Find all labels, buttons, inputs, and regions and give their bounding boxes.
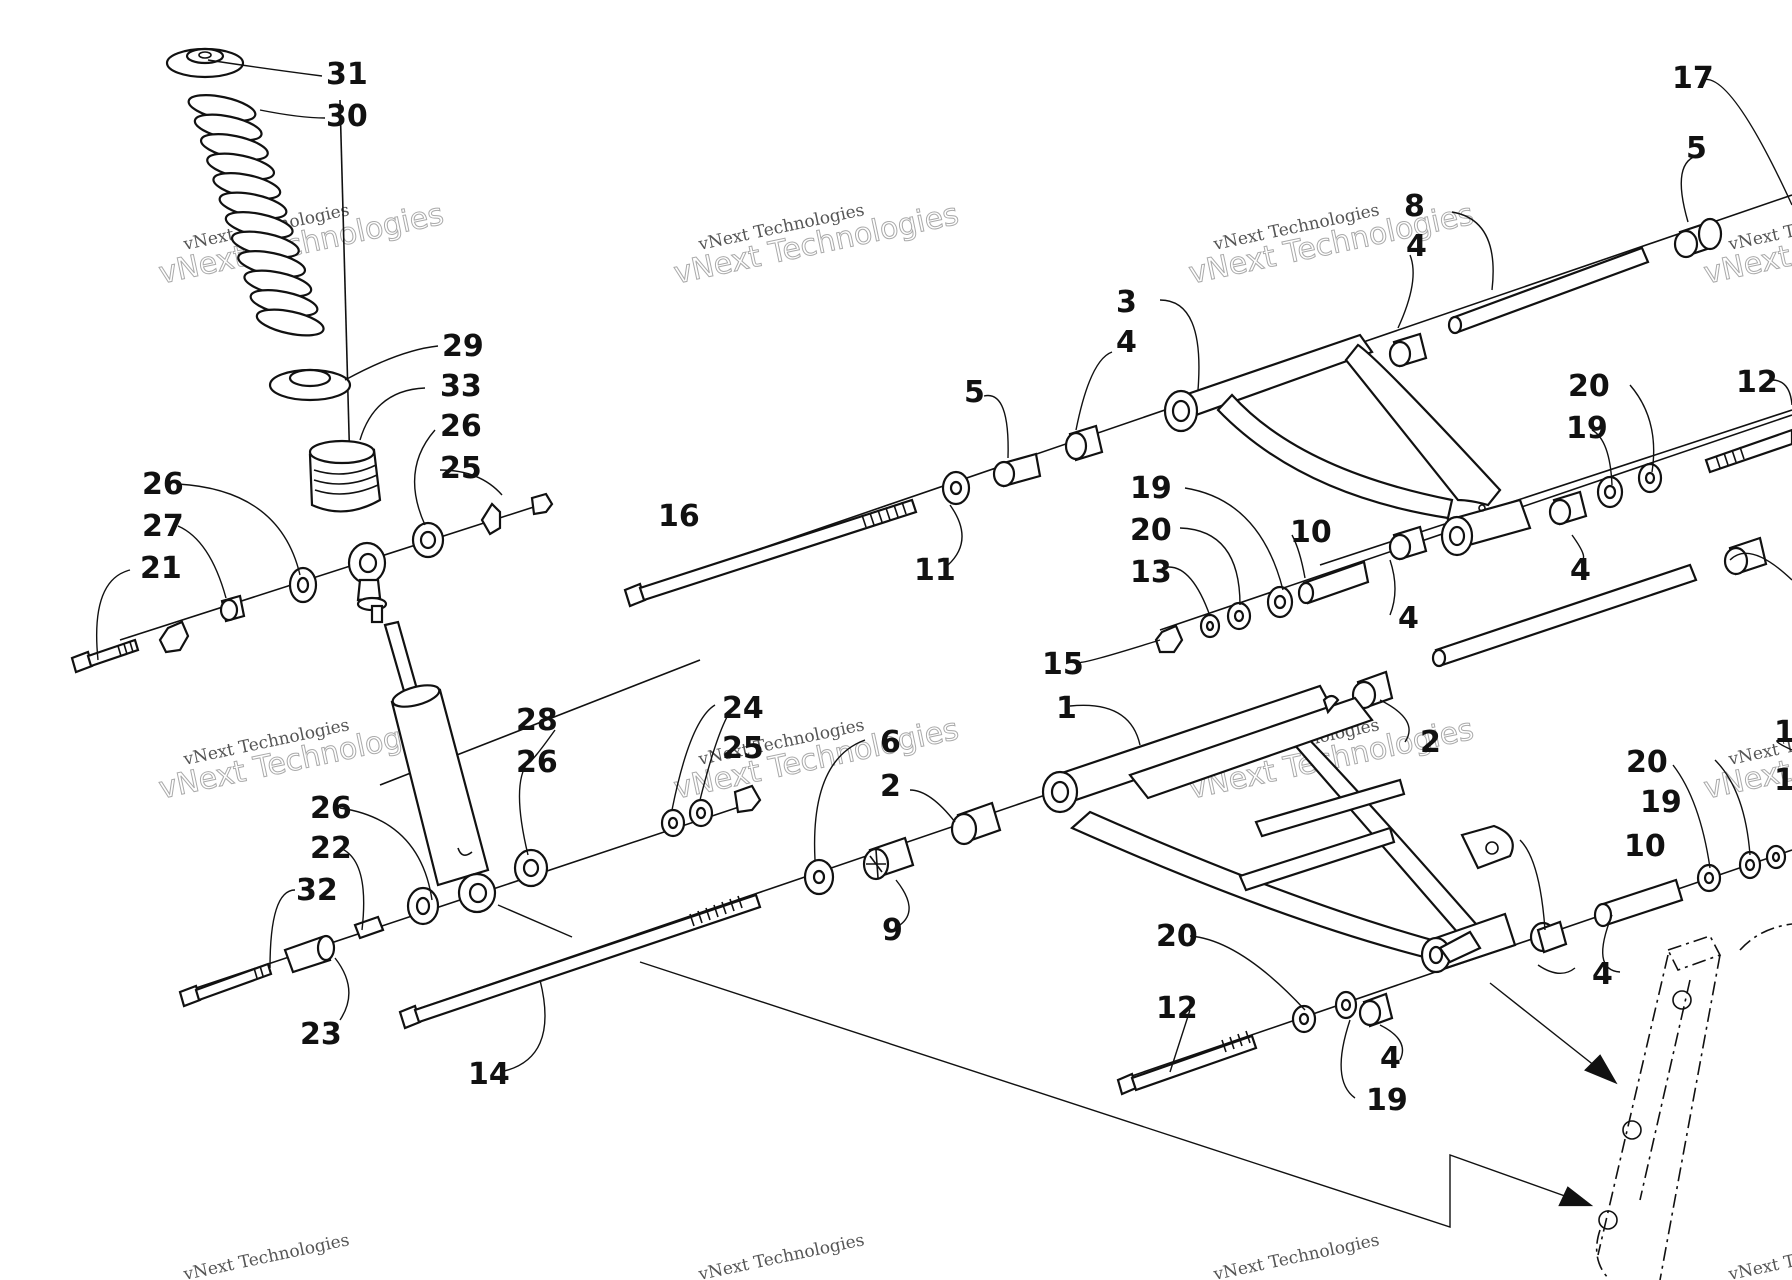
- callout-22: 22: [310, 831, 352, 866]
- watermark-line1: vNext Technologies: [1211, 1230, 1381, 1280]
- callout-10: 10: [1290, 515, 1332, 550]
- lower-arm-rear-hardware: [1116, 844, 1787, 1096]
- callout-21: 21: [140, 551, 182, 586]
- callout-24: 24: [722, 691, 764, 726]
- shock-upper-eye: [347, 541, 388, 624]
- watermark-line1: vNext Technologies: [181, 1230, 351, 1280]
- callout-1: 1: [1056, 691, 1077, 726]
- coil-spring: [187, 94, 325, 337]
- upper-mount-hardware: [70, 492, 554, 674]
- lower-mount-hardware: [178, 784, 762, 1008]
- callout-16: 16: [658, 499, 700, 534]
- callout-11: 11: [914, 553, 956, 588]
- callout-27: 27: [142, 509, 184, 544]
- spring-cap: [165, 47, 245, 79]
- threaded-collar: [308, 439, 382, 513]
- callout-6: 6: [880, 725, 901, 760]
- callout-28: 28: [516, 703, 558, 738]
- chassis-frame-phantom: [1595, 923, 1792, 1280]
- callout-26: 26: [142, 467, 184, 502]
- callout-32: 32: [296, 873, 338, 908]
- leader-lines: [95, 59, 1792, 1099]
- callout-4: 4: [1570, 553, 1591, 588]
- watermark: vNext Technologies: [181, 1230, 351, 1280]
- callout-5: 5: [964, 375, 985, 410]
- callout-8: 8: [1404, 189, 1425, 224]
- callout-12: 12: [1156, 991, 1198, 1026]
- callout-2: 2: [880, 769, 901, 804]
- callout-4: 4: [1406, 229, 1427, 264]
- callout-20: 20: [1156, 919, 1198, 954]
- watermark: vNext Technologies vNext Technologies: [670, 196, 962, 292]
- callout-23: 23: [300, 1017, 342, 1052]
- shock-body: [390, 684, 490, 887]
- watermark: vNext Technologies: [1726, 1230, 1792, 1280]
- callout-33: 33: [440, 369, 482, 404]
- callout-19: 19: [1366, 1083, 1408, 1118]
- watermark: vNext Technologies vNext Technologies: [670, 711, 962, 807]
- watermark: vNext Technologies: [696, 1230, 866, 1280]
- lower-pivot-bolt: [398, 893, 762, 1030]
- callout-31: 31: [326, 57, 368, 92]
- watermark: vNext Technologies: [1211, 1230, 1381, 1280]
- callout-14: 14: [468, 1057, 510, 1092]
- callout-13: 13: [1130, 555, 1172, 590]
- upper-a-arm: [1163, 333, 1532, 557]
- upper-arm-rear-hardware: [1154, 428, 1792, 654]
- callout-4: 4: [1398, 601, 1419, 636]
- callout-4: 4: [1592, 957, 1613, 992]
- callout-15: 15: [1042, 647, 1084, 682]
- callout-17: 17: [1672, 61, 1714, 96]
- callout-labels: 31 30 29 33 26 25 26 27 21 28 26 26 22 3…: [140, 57, 1792, 1118]
- shock-lower-eye: [457, 872, 497, 914]
- upper-pivot-bolt: [623, 498, 918, 608]
- callout-4: 4: [1116, 325, 1137, 360]
- callout-26: 26: [440, 409, 482, 444]
- callout-3: 3: [1116, 285, 1137, 320]
- callout-25: 25: [722, 731, 764, 766]
- spring-coil: [255, 308, 325, 337]
- callout-20: 20: [1568, 369, 1610, 404]
- reference-arrows: [497, 904, 1618, 1228]
- lower-arm-hardware: [803, 536, 1768, 896]
- callout-9: 9: [882, 913, 903, 948]
- callout-4: 4: [1380, 1041, 1401, 1076]
- watermark-line1: vNext Technologies: [696, 1230, 866, 1280]
- callout-20: 20: [1130, 513, 1172, 548]
- callout-20: 20: [1626, 745, 1668, 780]
- callout-26: 26: [310, 791, 352, 826]
- callout-19: 19: [1640, 785, 1682, 820]
- watermark-line1: vNext Technologies: [1726, 1230, 1792, 1280]
- callout-1: 1: [1774, 715, 1792, 750]
- callout-30: 30: [326, 99, 368, 134]
- callout-26: 26: [516, 745, 558, 780]
- shock-absorber-assembly: [165, 47, 497, 914]
- callout-25: 25: [440, 451, 482, 486]
- callout-2: 2: [1420, 725, 1441, 760]
- callout-1: 1: [1774, 763, 1792, 798]
- callout-12: 12: [1736, 365, 1778, 400]
- callout-5: 5: [1686, 131, 1707, 166]
- spring-seat: [268, 368, 352, 402]
- callout-19: 19: [1566, 411, 1608, 446]
- lower-a-arm: [1041, 684, 1517, 974]
- callout-10: 10: [1624, 829, 1666, 864]
- watermark: vNext Technologies vNext Technologies: [1185, 196, 1477, 292]
- upper-arm-hardware: [941, 217, 1723, 506]
- callout-19: 19: [1130, 471, 1172, 506]
- callout-29: 29: [442, 329, 484, 364]
